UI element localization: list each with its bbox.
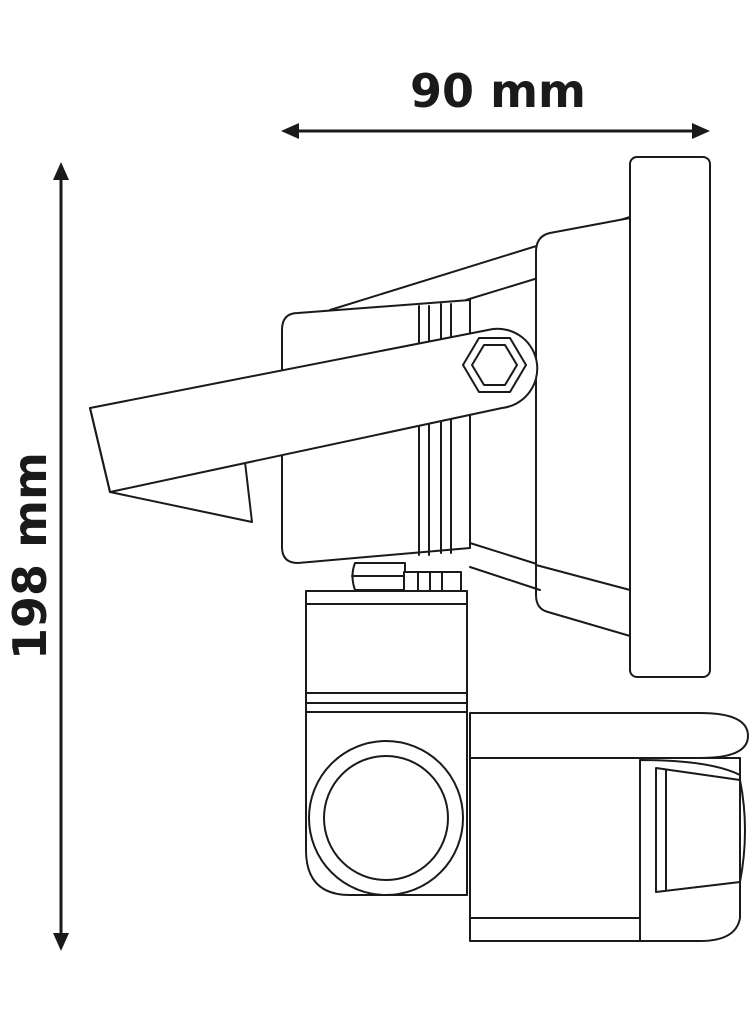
height-arrow-bottom	[53, 933, 69, 951]
width-arrow-left	[281, 123, 299, 139]
height-label: 198 mm	[3, 452, 57, 660]
housing-heatsink	[535, 217, 631, 637]
bracket-arm	[89, 327, 539, 493]
sensor-knob-outer	[308, 740, 464, 896]
width-dimension: 90 mm	[281, 64, 710, 139]
sensor-knob-inner	[323, 755, 449, 881]
sensor-lens-housing	[639, 759, 741, 942]
heatsink-lower-face	[469, 566, 541, 591]
mounting-bracket	[89, 327, 539, 523]
sensor-mount-block	[305, 590, 468, 704]
sensor-lens-dome	[655, 767, 741, 893]
height-dimension: 198 mm	[3, 162, 69, 951]
width-label: 90 mm	[410, 64, 586, 118]
front-frame	[629, 156, 711, 678]
motion-sensor	[305, 590, 749, 942]
hex-nut-inner	[471, 344, 518, 386]
sensor-lens-tip	[739, 779, 746, 883]
height-arrow-top	[53, 162, 69, 180]
width-arrow-right	[692, 123, 710, 139]
bracket-end-face	[89, 407, 111, 493]
hex-nut-outer	[462, 337, 527, 393]
heatsink-band	[535, 564, 631, 591]
